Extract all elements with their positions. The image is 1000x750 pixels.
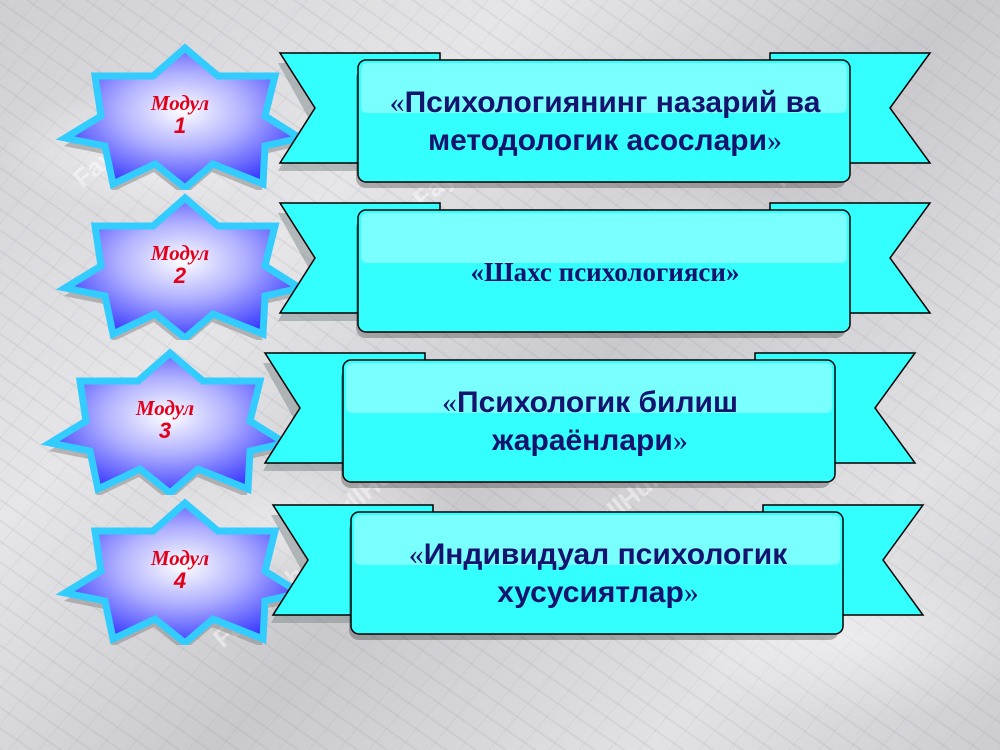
module-star-badge: Модул 4 bbox=[55, 495, 305, 645]
open-quote: « bbox=[408, 538, 424, 571]
module-title: «Психологик билиш жараёнлари» bbox=[355, 370, 825, 474]
module-label: Модул bbox=[150, 91, 210, 115]
module-title-text: Психологик билиш жараёнлари bbox=[457, 386, 738, 457]
open-quote: « bbox=[442, 386, 458, 419]
open-quote: « bbox=[470, 257, 485, 287]
ribbon-shape bbox=[263, 352, 917, 488]
module-label: Модул bbox=[150, 241, 210, 265]
module-row-3: Модул 3 «Психологик билиш жараёнлари» bbox=[0, 345, 1000, 495]
close-quote: » bbox=[683, 576, 699, 609]
module-title: «Индивидуал психологик хусусиятлар» bbox=[363, 522, 833, 626]
module-label: Модул bbox=[150, 546, 210, 570]
module-number: 3 bbox=[158, 418, 172, 443]
module-row-2: Модул 2 «Шахс психологияси» bbox=[0, 190, 1000, 340]
module-title-ribbon: «Шахс психологияси» bbox=[275, 198, 935, 348]
module-star-badge: Модул 1 bbox=[55, 40, 305, 190]
module-number: 2 bbox=[173, 263, 187, 288]
module-label: Модул bbox=[135, 396, 195, 420]
module-title-ribbon: «Психологик билиш жараёнлари» bbox=[260, 348, 920, 498]
module-title-text: Шахс психологияси bbox=[484, 257, 726, 287]
star-shape bbox=[55, 43, 305, 190]
open-quote: « bbox=[389, 86, 405, 119]
ribbon-shape bbox=[271, 504, 925, 640]
module-number: 1 bbox=[173, 113, 187, 138]
star-shape bbox=[55, 498, 305, 645]
star-shape bbox=[40, 348, 290, 495]
module-title-text: Психологиянинг назарий ва методологик ас… bbox=[404, 86, 821, 157]
module-title-ribbon: «Индивидуал психологик хусусиятлар» bbox=[268, 500, 928, 650]
module-star-badge: Модул 3 bbox=[40, 345, 290, 495]
star-shape bbox=[55, 193, 305, 340]
module-row-4: Модул 4 «Индивидуал психологик хусусиятл… bbox=[0, 495, 1000, 645]
ribbon-shape bbox=[278, 52, 932, 188]
module-title-ribbon: «Психологиянинг назарий ва методологик а… bbox=[275, 48, 935, 198]
module-title: «Психологиянинг назарий ва методологик а… bbox=[370, 70, 840, 174]
module-title: «Шахс психологияси» bbox=[370, 220, 840, 324]
module-star-badge: Модул 2 bbox=[55, 190, 305, 340]
module-row-1: Модул 1 «Психологиянинг назарий ва метод… bbox=[0, 40, 1000, 190]
close-quote: » bbox=[672, 424, 688, 457]
module-number: 4 bbox=[173, 568, 187, 593]
module-title-text: Индивидуал психологик хусусиятлар bbox=[423, 538, 788, 609]
close-quote: » bbox=[767, 124, 783, 157]
ribbon-shape bbox=[278, 202, 932, 338]
close-quote: » bbox=[725, 257, 740, 287]
